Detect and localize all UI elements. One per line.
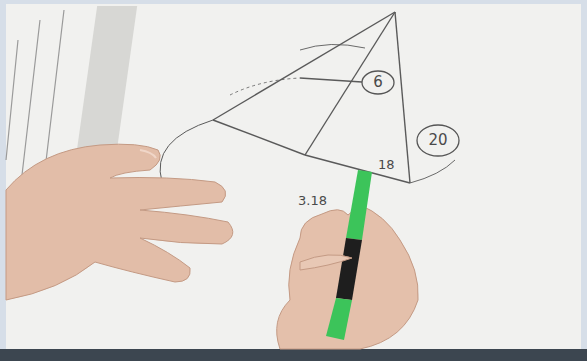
paper — [6, 4, 581, 349]
callout-number: 6 — [373, 75, 383, 90]
handwritten-number: 18 — [378, 158, 395, 171]
callout-number: 20 — [428, 133, 447, 148]
finger — [300, 255, 352, 270]
circle-outline — [362, 71, 394, 94]
left-hand — [6, 144, 233, 300]
circled-number: 20 — [416, 124, 460, 157]
circled-number: 6 — [361, 70, 395, 95]
cone-sketch — [160, 12, 455, 183]
right-hand — [277, 205, 419, 349]
handwritten-number: 3.18 — [298, 194, 327, 207]
circle-outline — [417, 125, 459, 156]
bottom-bar — [0, 349, 587, 361]
